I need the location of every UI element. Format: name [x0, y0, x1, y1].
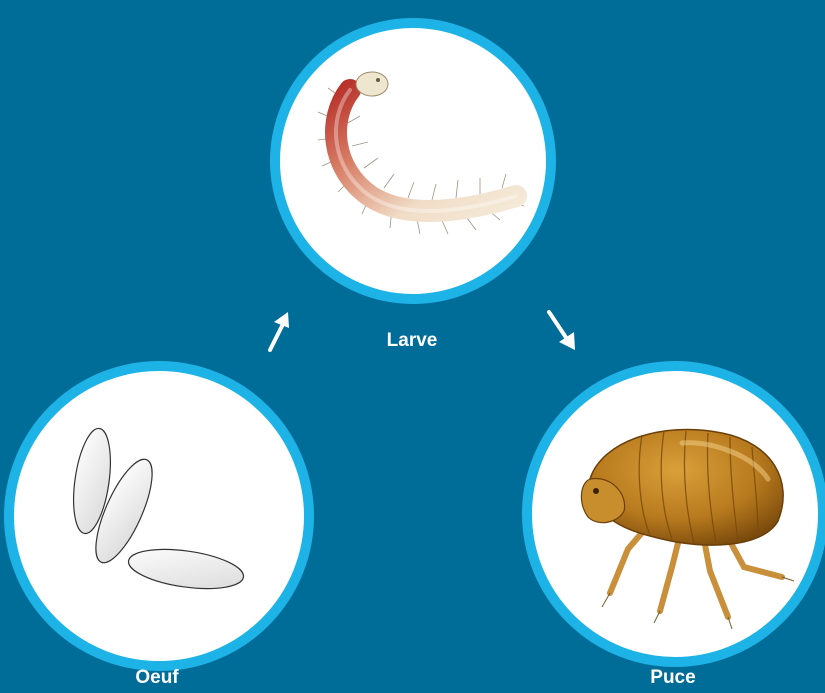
egg-label: Oeuf — [97, 667, 217, 689]
arrow-larva-to-flea-icon — [545, 308, 581, 354]
adult-flea-stage-circle — [522, 361, 825, 667]
egg-stage-circle — [4, 361, 314, 671]
flea-illustration — [532, 371, 818, 657]
eggs-illustration — [14, 371, 304, 661]
larva-illustration — [280, 28, 546, 294]
larva-label: Larve — [352, 330, 472, 352]
arrow-egg-to-larva-icon — [264, 308, 294, 354]
flea-label: Puce — [613, 667, 733, 689]
larva-stage-circle — [270, 18, 556, 304]
